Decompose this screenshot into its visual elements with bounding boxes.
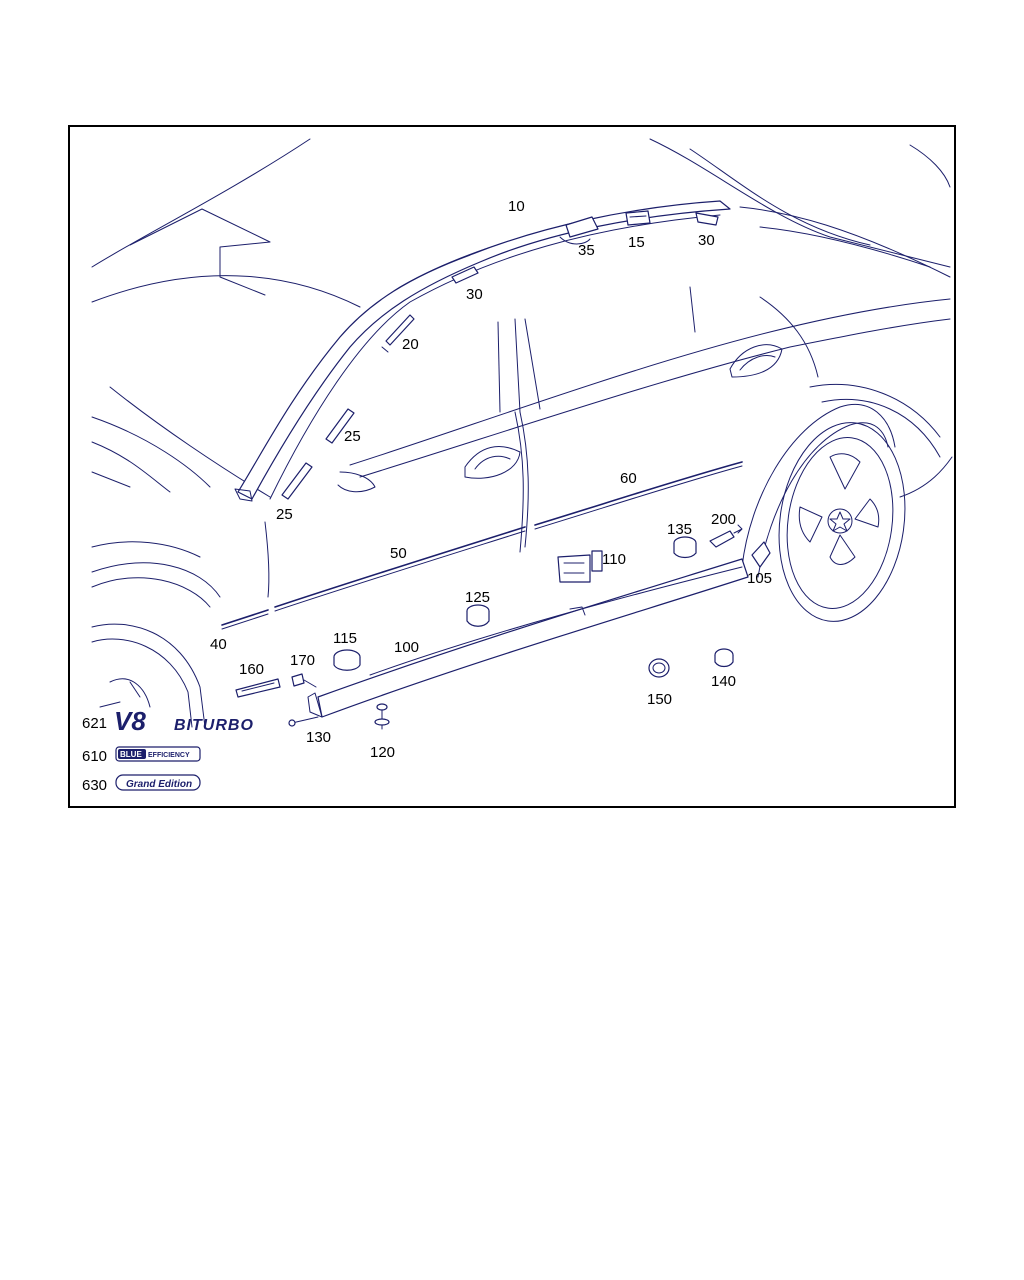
- part-160-bracket[interactable]: [235, 678, 281, 698]
- callout-115: 115: [333, 630, 357, 647]
- part-105-bracket[interactable]: [751, 541, 771, 568]
- part-40-trim-strip[interactable]: [221, 609, 269, 630]
- part-30-clip-upper[interactable]: [451, 266, 479, 284]
- part-30-clip-rear[interactable]: [695, 212, 719, 226]
- part-60-trim-strip[interactable]: [534, 461, 743, 530]
- part-150-cap[interactable]: [648, 658, 670, 678]
- part-125-grommet[interactable]: [466, 604, 490, 627]
- callout-30-rear: 30: [698, 232, 715, 249]
- part-100-side-skirt[interactable]: [307, 558, 749, 718]
- callout-630: 630: [82, 777, 107, 794]
- part-25-clip-upper[interactable]: [325, 408, 355, 444]
- badge-blue-text: BLUE: [120, 750, 142, 759]
- badge-biturbo-text: BITURBO: [174, 717, 254, 734]
- callout-120: 120: [370, 744, 395, 761]
- callout-170: 170: [290, 652, 315, 669]
- callout-100: 100: [394, 639, 419, 656]
- part-135-grommet[interactable]: [673, 536, 697, 559]
- callout-621: 621: [82, 715, 107, 732]
- callout-140: 140: [711, 673, 736, 690]
- callout-40: 40: [210, 636, 227, 653]
- wheel-spokes: [798, 453, 880, 565]
- badge-610-blue-efficiency[interactable]: BLUE EFFICIENCY: [115, 746, 201, 762]
- part-50-trim-strip[interactable]: [274, 526, 526, 612]
- callout-20: 20: [402, 336, 419, 353]
- callout-30-upper: 30: [466, 286, 483, 303]
- parts-diagram-frame: V8 BITURBO BLUE EFFICIENCY Grand Edition…: [68, 125, 956, 808]
- part-170-clip[interactable]: [291, 673, 317, 688]
- callout-110: 110: [602, 551, 626, 568]
- car-body-outline: [91, 138, 953, 728]
- part-130-screw[interactable]: [288, 716, 319, 727]
- callout-35: 35: [578, 242, 595, 259]
- callout-25-lower: 25: [276, 506, 293, 523]
- part-200-bracket[interactable]: [709, 524, 743, 548]
- badge-v8-text: V8: [114, 706, 146, 736]
- callout-125: 125: [465, 589, 490, 606]
- part-15-clip[interactable]: [625, 210, 651, 226]
- part-25-clip-lower[interactable]: [281, 462, 313, 500]
- badge-grand-edition-text: Grand Edition: [126, 779, 192, 790]
- part-140-nut[interactable]: [714, 648, 734, 668]
- callout-15: 15: [628, 234, 645, 251]
- callout-200: 200: [711, 511, 736, 528]
- callout-135: 135: [667, 521, 692, 538]
- car-side-trim-diagram: V8 BITURBO BLUE EFFICIENCY Grand Edition…: [82, 138, 953, 794]
- callout-60: 60: [620, 470, 637, 487]
- callout-610: 610: [82, 748, 107, 765]
- callout-105: 105: [747, 570, 772, 587]
- part-110-clip[interactable]: [557, 550, 603, 583]
- callout-50: 50: [390, 545, 407, 562]
- part-35-clip[interactable]: [559, 216, 599, 245]
- part-115-grommet[interactable]: [333, 649, 361, 671]
- callout-labels: 10 15 20 25 25 30 30 35 40 50 60 100 105…: [82, 198, 772, 794]
- part-20-clip[interactable]: [381, 314, 415, 353]
- badge-621-v8-biturbo[interactable]: V8 BITURBO: [114, 706, 254, 736]
- part-10-roof-trim[interactable]: [234, 200, 731, 502]
- badge-efficiency-text: EFFICIENCY: [148, 752, 190, 759]
- callout-130: 130: [306, 729, 331, 746]
- part-120-screw[interactable]: [374, 703, 390, 730]
- badge-630-grand-edition[interactable]: Grand Edition: [115, 774, 201, 791]
- callout-150: 150: [647, 691, 672, 708]
- callout-10: 10: [508, 198, 525, 215]
- callout-25-upper: 25: [344, 428, 361, 445]
- callout-160: 160: [239, 661, 264, 678]
